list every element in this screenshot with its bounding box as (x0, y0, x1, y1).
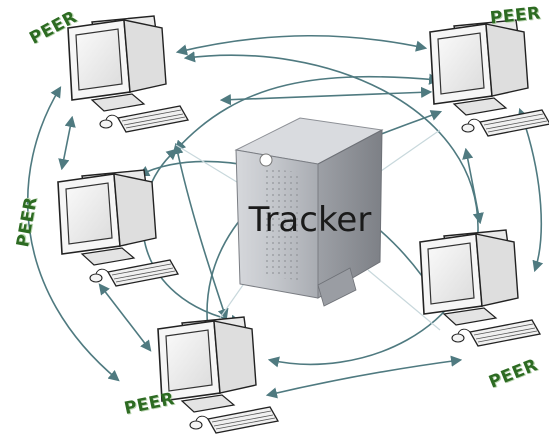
server-power-icon (259, 153, 273, 167)
arrow-big-loop (183, 51, 479, 368)
peer-computer-bottom-left (157, 316, 279, 434)
arrow-midleft-bottomleft (98, 283, 152, 352)
tracker-server (234, 117, 384, 307)
peer-computer-top-left (67, 15, 189, 133)
peer-computer-mid-left (57, 169, 179, 287)
arrow-topleft-midleft (58, 115, 76, 171)
arrow-topleft-topright (175, 34, 428, 56)
arrow-topright-bottomright-inner (462, 147, 484, 225)
tracker-label: Tracker (248, 200, 372, 240)
arrow-bottomleft-bottomright (265, 355, 463, 399)
peer-computer-top-right (429, 19, 549, 137)
arrow-left-loop (141, 148, 243, 326)
arrow-topright-bottomright-outer (517, 107, 544, 273)
arrow-topleft-bottomleft-outer (26, 86, 120, 382)
connection-arrows (26, 34, 544, 399)
